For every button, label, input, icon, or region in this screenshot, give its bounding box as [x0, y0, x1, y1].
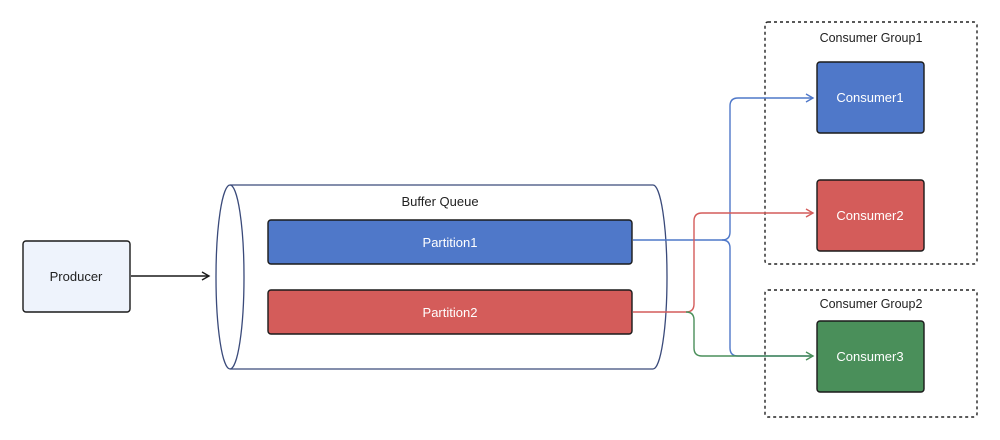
consumer-3-node[interactable]: Consumer3 — [816, 320, 925, 393]
partition-2[interactable]: Partition2 — [267, 289, 633, 335]
consumer-group-1-label: Consumer Group1 — [820, 31, 923, 45]
partition2-to-consumer3-arrow — [685, 311, 815, 361]
consumer-group-1-frame — [764, 21, 978, 265]
consumer-3-box[interactable] — [816, 320, 925, 393]
consumer-3-label: Consumer3 — [836, 349, 903, 364]
buffer-queue-body — [230, 184, 668, 370]
consumer-group-2: Consumer Group2 — [764, 289, 978, 418]
partition2-to-consumer2-arrow — [633, 208, 815, 313]
consumer-2-label: Consumer2 — [836, 208, 903, 223]
consumer-group-2-frame — [764, 289, 978, 418]
consumer-2-node[interactable]: Consumer2 — [816, 179, 925, 252]
partition-2-label: Partition2 — [423, 305, 478, 320]
partition1-to-consumer1-arrow — [633, 93, 815, 241]
consumer-group-2-label: Consumer Group2 — [820, 297, 923, 311]
producer-label: Producer — [50, 269, 103, 284]
consumer-1-box[interactable] — [816, 61, 925, 134]
partition-1-box[interactable] — [267, 219, 633, 265]
partition-1-label: Partition1 — [423, 235, 478, 250]
producer-box[interactable] — [22, 240, 131, 313]
partition1-to-consumer3-arrow — [721, 239, 813, 357]
consumer-1-node[interactable]: Consumer1 — [816, 61, 925, 134]
consumer-group-1: Consumer Group1 — [764, 21, 978, 265]
buffer-queue-end-cap — [215, 184, 245, 370]
buffer-queue-label: Buffer Queue — [401, 194, 478, 209]
partition-1[interactable]: Partition1 — [267, 219, 633, 265]
producer-node[interactable]: Producer — [22, 240, 131, 313]
consumer-1-label: Consumer1 — [836, 90, 903, 105]
partition-2-box[interactable] — [267, 289, 633, 335]
consumer-2-box[interactable] — [816, 179, 925, 252]
buffer-queue: Buffer Queue — [215, 184, 668, 370]
